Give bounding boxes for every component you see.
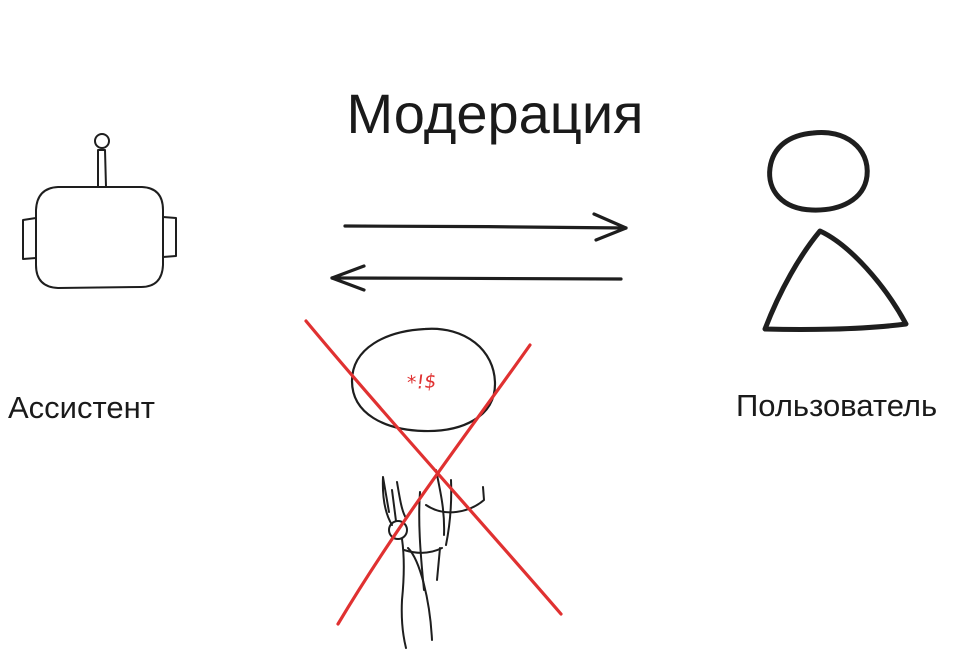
person-icon [762,129,909,332]
page-title: Модерация [346,82,644,145]
arrow-right-icon [343,212,628,242]
robot-icon [22,133,177,289]
speech-text: *!$ [406,370,437,394]
arrow-left-icon [330,264,623,292]
user-label: Пользователь [736,388,938,423]
crossed-out-figure-icon [350,327,497,649]
red-cross-mark [304,319,563,626]
assistant-label: Ассистент [8,390,155,425]
